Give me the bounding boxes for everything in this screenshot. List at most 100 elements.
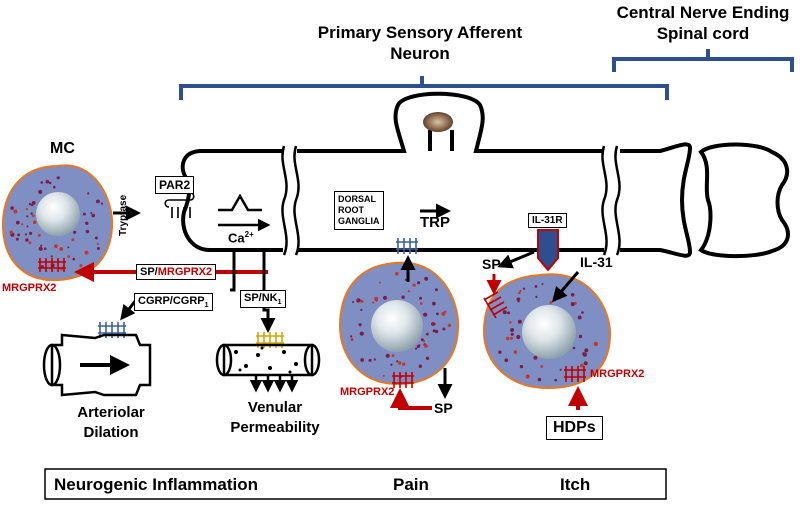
granule (583, 361, 588, 366)
granule (358, 323, 362, 327)
label-cgrp: CGRP/CGRP1 (134, 293, 213, 312)
granule (581, 311, 584, 314)
label-il31r: IL-31R (528, 213, 567, 228)
granule (580, 363, 584, 368)
granule (54, 244, 58, 249)
granule (570, 293, 575, 297)
neuron-outline (180, 91, 790, 259)
ca-text: Ca (228, 230, 245, 246)
granule (519, 364, 524, 369)
granule (50, 255, 53, 258)
granule (505, 336, 510, 341)
granule (507, 311, 511, 315)
il31r-receptor (537, 229, 559, 272)
granule (90, 212, 93, 214)
granule (372, 301, 375, 304)
arrow-to-spnk1 (260, 250, 276, 333)
drg-line-2: ROOT (338, 205, 364, 215)
granule (420, 302, 423, 305)
granule (414, 347, 418, 350)
granule (38, 246, 43, 251)
footer-neurogenic-inflammation: Neurogenic Inflammation (54, 475, 259, 494)
granule (26, 215, 29, 218)
granule (584, 348, 589, 353)
granule (373, 358, 376, 361)
granule (504, 358, 509, 363)
label-tryptase: Tryptase (118, 194, 129, 236)
granule (21, 223, 24, 226)
axon-break-marks (281, 145, 621, 256)
granule (559, 368, 562, 371)
receptor-cgrp (98, 322, 126, 338)
granule (67, 246, 70, 249)
granule (541, 283, 544, 285)
granule (424, 276, 429, 281)
granule (390, 363, 393, 366)
granule (53, 185, 56, 189)
granule (360, 308, 363, 311)
footer-box (44, 468, 667, 500)
granule (96, 247, 100, 250)
granule (436, 312, 439, 316)
title-central-ending: Central Nerve Ending Spinal cord (616, 3, 790, 43)
granule (48, 181, 52, 185)
granule (360, 299, 364, 303)
granule (570, 302, 575, 307)
granule (447, 323, 452, 327)
granule (574, 301, 577, 305)
granule (582, 352, 587, 357)
venular-line-2: Permeability (230, 419, 320, 436)
granule (13, 209, 18, 214)
granule (498, 350, 502, 354)
label-sp-itch: SP (482, 256, 501, 272)
label-spnk1: SP/NK1 (240, 290, 286, 309)
granule (82, 212, 86, 216)
granule (441, 311, 446, 316)
granule (385, 353, 390, 358)
granule (398, 361, 402, 365)
label-ca: Ca2+ (228, 230, 254, 245)
drg-line-1: DORSAL (338, 194, 376, 204)
granule (540, 365, 544, 368)
venule (215, 343, 321, 393)
granule (401, 295, 405, 299)
cgrp-subscript: 1 (204, 302, 209, 310)
granule (31, 214, 35, 218)
granule (9, 230, 14, 235)
label-sp-mrgprx2: SP/MRGPRX2 (136, 264, 217, 280)
granule (25, 207, 29, 211)
granule (26, 225, 29, 228)
arrow-sp-to-mrgprx2-pain (390, 388, 432, 410)
granule (32, 220, 37, 224)
granule (535, 295, 538, 298)
granule (87, 192, 90, 195)
granule (423, 312, 428, 317)
label-il31: IL-31 (580, 254, 613, 270)
bracket-primary-neuron (179, 76, 669, 100)
granule (572, 346, 576, 350)
granule (40, 181, 44, 184)
granule (519, 289, 522, 292)
granule (15, 237, 19, 241)
drg-line-3: GANGLIA (338, 216, 380, 226)
label-trp: TRP (420, 214, 450, 231)
granule (419, 296, 422, 300)
granule (391, 354, 395, 357)
granule (24, 233, 28, 236)
label-mrgprx2-pain: MRGPRX2 (340, 386, 395, 398)
granule (516, 297, 521, 302)
granule (577, 315, 582, 320)
granule (522, 287, 526, 290)
receptor-mrgprx2-pain (392, 372, 414, 388)
granule (28, 202, 32, 206)
label-mrgprx2-mc: MRGPRX2 (2, 282, 57, 294)
granule (509, 321, 512, 324)
granule (94, 236, 98, 240)
granule (578, 334, 583, 339)
granule (502, 310, 507, 315)
arrow-to-cgrp (120, 299, 138, 321)
granule (71, 238, 75, 242)
granule (396, 360, 399, 363)
ca-superscript: 2+ (244, 230, 254, 239)
